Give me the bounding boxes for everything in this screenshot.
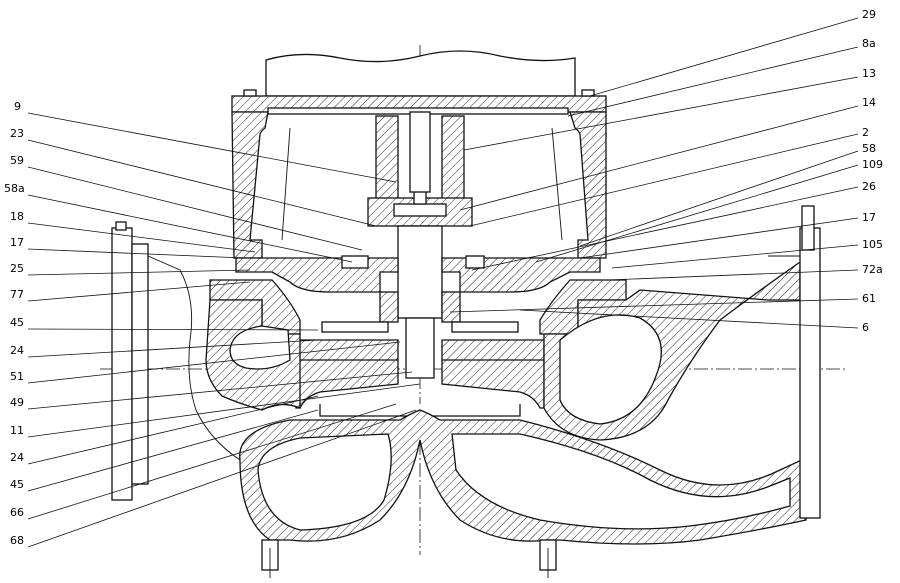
volute-casing-left — [205, 299, 301, 411]
label-26: 26 — [862, 180, 876, 193]
suction-inlet — [239, 409, 807, 545]
label-29: 29 — [862, 8, 876, 21]
label-72a: 72a — [862, 263, 883, 276]
left-flange — [111, 221, 241, 501]
label-23: 23 — [10, 127, 24, 140]
label-14: 14 — [862, 96, 876, 109]
label-77: 77 — [10, 288, 24, 301]
base-feet — [261, 539, 557, 578]
label-8a: 8a — [862, 37, 876, 50]
flange-bolt-right — [801, 205, 815, 251]
motor — [265, 50, 576, 97]
shaft — [397, 111, 443, 379]
gland-nut-left — [341, 255, 369, 269]
label-17: 17 — [10, 236, 24, 249]
label-24: 24 — [10, 344, 24, 357]
leader-lines-right — [449, 17, 859, 329]
label-18: 18 — [10, 210, 24, 223]
label-6: 6 — [862, 321, 869, 334]
bolt-head-right — [581, 89, 595, 97]
label-66: 66 — [10, 506, 24, 519]
volute-casing-right — [543, 260, 801, 441]
mechanical-seal — [321, 291, 519, 333]
label-51: 51 — [10, 370, 24, 383]
label-25: 25 — [10, 262, 24, 275]
label-9: 9 — [14, 100, 21, 113]
bolt-head-left — [243, 89, 257, 97]
leader-lines-left — [27, 112, 421, 548]
label-45b: 45 — [10, 478, 24, 491]
gland-nut-right — [465, 255, 485, 269]
label-2: 2 — [862, 126, 869, 139]
seal-housing — [235, 255, 601, 293]
motor-flange — [231, 89, 607, 115]
label-59: 59 — [10, 154, 24, 167]
label-61: 61 — [862, 292, 876, 305]
label-68: 68 — [10, 534, 24, 547]
label-58: 58 — [862, 142, 876, 155]
label-17-right: 17 — [862, 211, 876, 224]
label-49: 49 — [10, 396, 24, 409]
label-11: 11 — [10, 424, 24, 437]
label-105: 105 — [862, 238, 883, 251]
label-109: 109 — [862, 158, 883, 171]
label-24b: 24 — [10, 451, 24, 464]
label-13: 13 — [862, 67, 876, 80]
label-58a: 58a — [4, 182, 25, 195]
label-45: 45 — [10, 316, 24, 329]
labels-left: 9 23 59 58a 18 17 25 77 45 24 51 49 11 2… — [4, 100, 25, 547]
flange-bolt — [115, 221, 127, 231]
labels-right: 29 8a 13 14 2 58 109 26 17 105 72a 61 6 — [862, 8, 883, 334]
